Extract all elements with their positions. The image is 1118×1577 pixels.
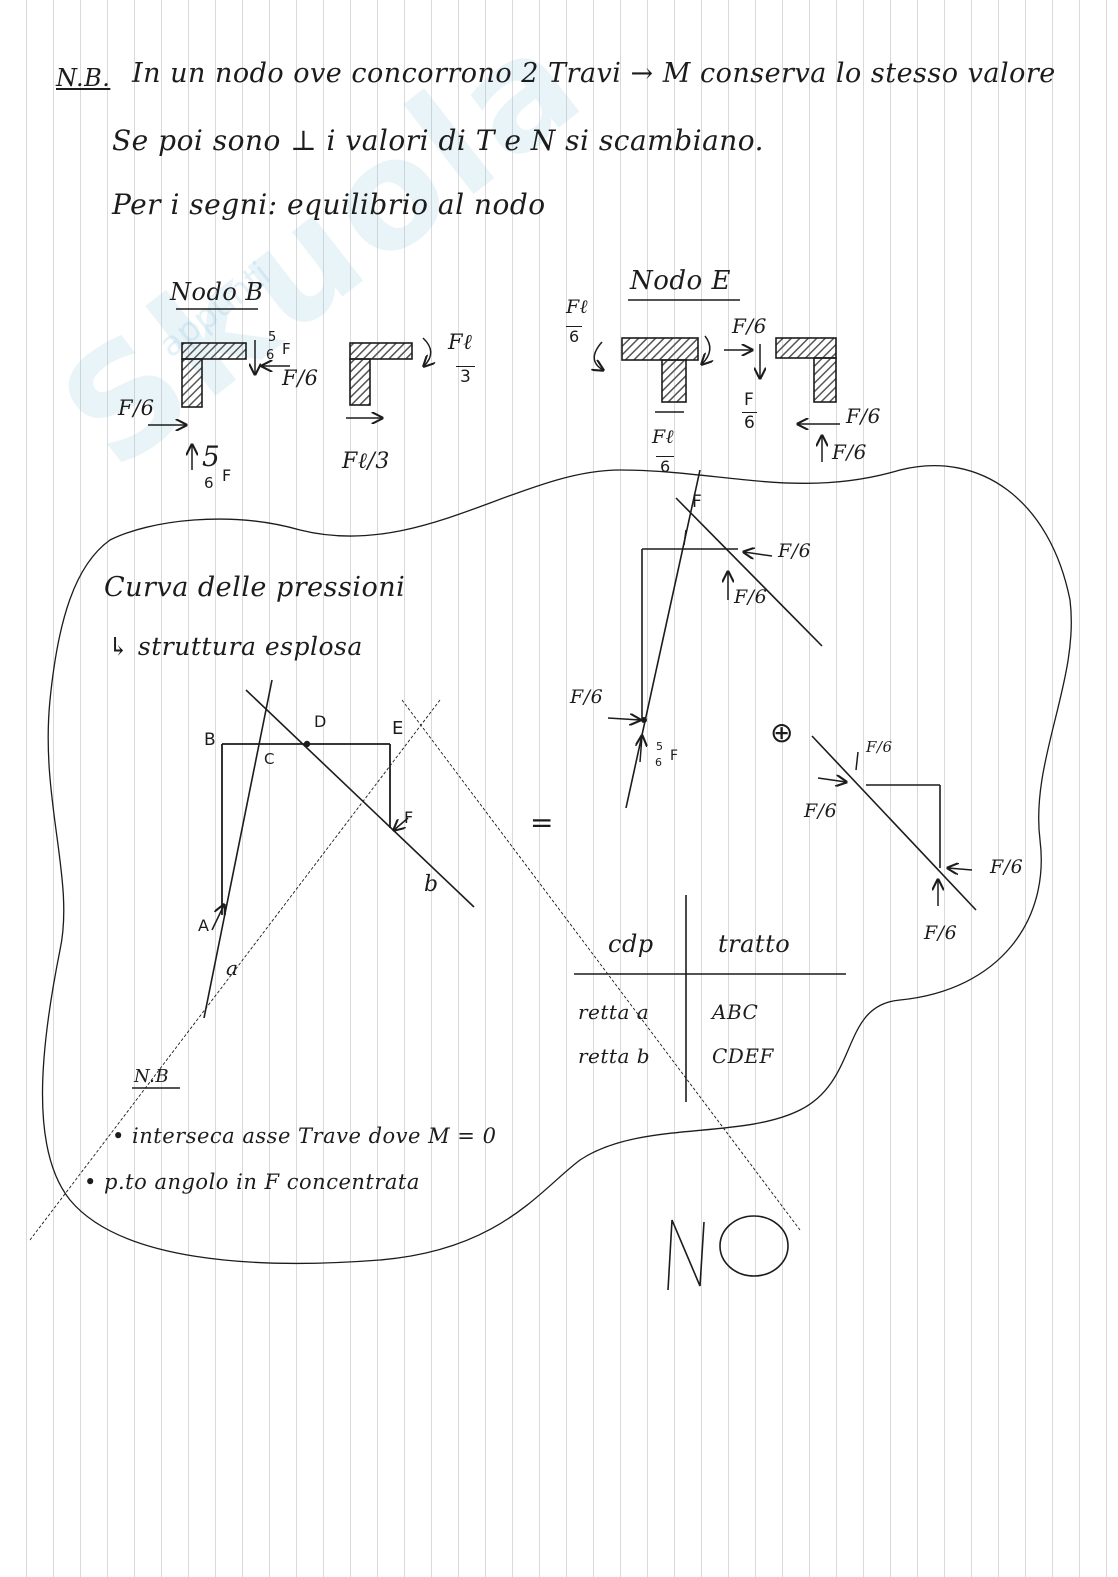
table-header-cdp: cdp: [608, 930, 654, 958]
nodo-b-title: Nodo B: [170, 278, 264, 306]
equals-sign: =: [530, 806, 554, 839]
point-f: F: [404, 808, 414, 827]
nodo-b-top-load-var: F: [282, 340, 291, 358]
pressure-curve-heading: Curva delle pressioni: [104, 572, 406, 603]
exploded-r-f6-bottom: F/6: [924, 922, 958, 944]
nodo-e-joint-right: [724, 337, 840, 462]
point-c: C: [264, 750, 275, 768]
nodo-b-bottom-den: 6: [204, 474, 214, 492]
nodo-e-joint-left: [594, 335, 710, 413]
nodo-e-title: Nodo E: [630, 266, 731, 296]
table-row-1-cdp: retta a: [578, 1000, 650, 1024]
nodo-b-top-load-den: 6: [266, 348, 275, 363]
exploded-r-f6-right: F/6: [990, 856, 1024, 878]
point-b: B: [204, 730, 216, 750]
exploded-f6-up: F/6: [734, 586, 768, 608]
note-line-1: In un nodo ove concorrono 2 Travi → M co…: [132, 58, 1056, 89]
point-e: E: [392, 718, 404, 739]
exploded-r-f6-top: F/6: [866, 738, 893, 756]
nodo-e-right-force: F/6: [846, 404, 881, 428]
nodo-e-down-force-den: 6: [742, 412, 757, 433]
nodo-b-shear-bottom: Fℓ/3: [342, 449, 390, 474]
nodo-e-moment-left-den: 6: [566, 326, 583, 346]
line-b-label: b: [424, 872, 439, 897]
table-row-1-tratto: ABC: [712, 1000, 759, 1024]
nodo-b-top-load-num: 5: [268, 330, 277, 345]
exploded-f-bottom-den: 6: [655, 756, 662, 769]
line-a-label: a: [226, 956, 239, 980]
nb-bottom-label: N.B: [134, 1066, 170, 1087]
table-row-2-cdp: retta b: [578, 1044, 651, 1068]
note-line-3: Per i segni: equilibrio al nodo: [112, 188, 546, 221]
frame-structure: [203, 679, 475, 1019]
exploded-structure-bottom: [811, 735, 977, 911]
exploded-r-f6-left: F/6: [804, 800, 838, 822]
nodo-b-moment-num: Fℓ: [448, 330, 473, 354]
exploded-f-bottom-var: F: [670, 748, 679, 764]
nodo-e-moment-left-num: Fℓ: [566, 296, 589, 318]
exploded-f-bottom-num: 5: [656, 740, 663, 753]
nb-bottom-item-1: • interseca asse Trave dove M = 0: [112, 1124, 497, 1148]
nodo-b-bottom-var: F: [222, 466, 232, 485]
exploded-structure-top: [607, 469, 823, 809]
nodo-b-joint-left: [148, 340, 290, 470]
note-line-2: Se poi sono ⊥ i valori di T e N si scamb…: [112, 124, 765, 157]
nodo-e-moment-bottom-num: Fℓ: [652, 426, 675, 448]
nodo-b-left-force: F/6: [118, 396, 155, 420]
point-d: D: [314, 712, 327, 731]
exploded-f6-left: F/6: [570, 686, 604, 708]
exploded-f-top: F: [692, 492, 702, 512]
table-header-tratto: tratto: [718, 930, 791, 958]
nodo-b-right-force: F/6: [282, 366, 319, 390]
plus-sign: ⊕: [770, 716, 794, 749]
pressure-curve-subheading: ↳ struttura esplosa: [108, 632, 363, 661]
point-a: A: [198, 916, 209, 935]
table-row-2-tratto: CDEF: [712, 1044, 774, 1068]
nodo-e-moment-bottom-den: 6: [656, 456, 675, 476]
nb-bottom-item-2: • p.to angolo in F concentrata: [84, 1170, 420, 1194]
cloud-outline: [41, 465, 1072, 1265]
no-stamp: [667, 1215, 789, 1291]
nodo-e-down-force-num: F: [744, 390, 754, 410]
stamp-text: NO: [690, 1300, 692, 1301]
nodo-b-joint-right: [346, 337, 431, 418]
nodo-e-up-force: F/6: [832, 440, 867, 464]
nodo-b-moment-den: 3: [456, 366, 475, 387]
exploded-f6-right: F/6: [778, 540, 812, 562]
nodo-b-bottom-num: 5: [202, 440, 221, 473]
nb-label: N.B.: [56, 64, 111, 92]
nodo-e-top-right-force: F/6: [732, 314, 767, 338]
